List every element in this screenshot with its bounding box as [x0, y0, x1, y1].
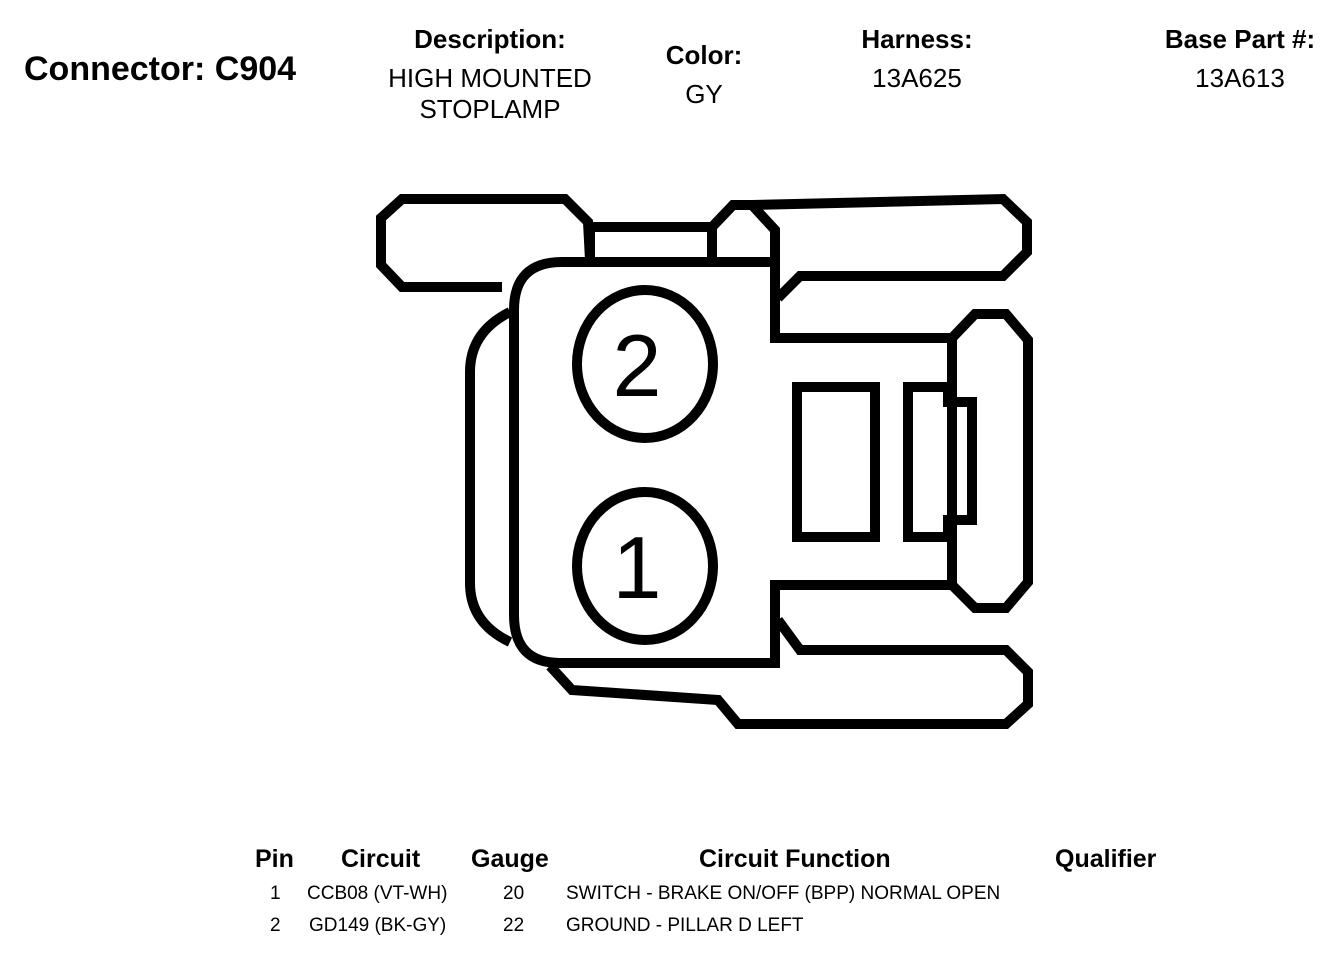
color-block: Color: GY: [624, 40, 784, 110]
cavity-2-circle: [572, 285, 718, 443]
main-housing: [509, 257, 957, 668]
color-value: GY: [685, 79, 723, 109]
terminal-slot-left: [792, 382, 880, 542]
top-right-arm: [751, 193, 1032, 302]
base-part-block: Base Part #: 13A613: [1130, 24, 1344, 94]
cavity-2-label: 2: [613, 316, 662, 415]
description-line-1: HIGH MOUNTED: [388, 63, 592, 93]
description-line-2: STOPLAMP: [419, 94, 561, 124]
harness-value: 13A625: [872, 63, 962, 93]
connector-title: Connector: C904: [24, 50, 297, 88]
top-divider: [707, 200, 780, 262]
color-label: Color:: [665, 40, 743, 70]
base-part-value: 13A613: [1195, 63, 1285, 93]
description-label: Description:: [414, 24, 566, 54]
description-block: Description: HIGH MOUNTED STOPLAMP: [340, 24, 640, 125]
harness-block: Harness: 13A625: [817, 24, 1017, 94]
right-locking-clip: [948, 309, 1033, 613]
bottom-right-arm: [546, 617, 1033, 729]
terminal-slot-right: [903, 382, 977, 542]
cavity-1-label: 1: [613, 518, 662, 617]
base-part-label: Base Part #:: [1164, 24, 1316, 54]
top-center-bridge: [585, 222, 717, 262]
harness-label: Harness:: [861, 24, 973, 54]
cavity-1-circle: [572, 487, 718, 645]
left-side-guard: [465, 307, 513, 647]
top-left-latch: [376, 194, 595, 292]
